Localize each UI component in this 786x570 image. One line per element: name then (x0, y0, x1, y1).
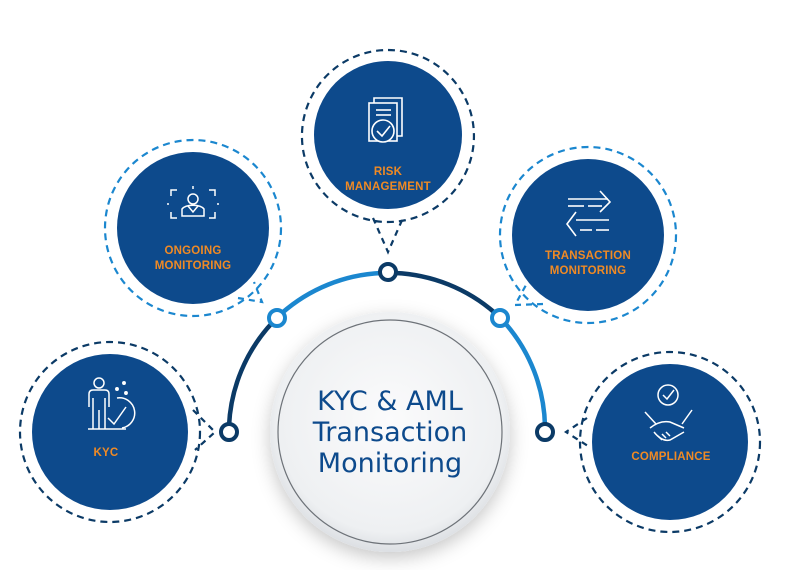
center-title-line2: Transaction (312, 417, 468, 448)
center-title-line3: Monitoring (317, 448, 463, 479)
center-title-line1: KYC & AML (317, 386, 463, 417)
arc-node-compliance (535, 422, 555, 442)
label-kyc: KYC (94, 446, 119, 461)
label-line: TRANSACTION (545, 250, 631, 262)
arrows-exchange-icon (566, 190, 612, 237)
document-check-icon (368, 97, 403, 143)
label-line: MONITORING (154, 260, 232, 272)
label-line: RISK (373, 166, 403, 178)
label-compliance: COMPLIANCE (631, 450, 710, 465)
node-ongoing-monitoring[interactable] (103, 138, 283, 318)
label-transaction-monitoring: TRANSACTION MONITORING (545, 249, 631, 279)
label-line: COMPLIANCE (631, 451, 711, 463)
label-risk-management: RISK MANAGEMENT (345, 165, 431, 195)
center-title: KYC & AML Transaction Monitoring (313, 386, 467, 479)
center-hub (270, 312, 510, 552)
connector-arc (226, 270, 548, 429)
user-focus-icon (167, 186, 219, 219)
node-kyc[interactable] (18, 340, 217, 524)
arc-node-transaction (490, 308, 510, 328)
arc-node-kyc (219, 422, 239, 442)
label-line: MANAGEMENT (345, 181, 431, 193)
node-compliance[interactable] (563, 350, 762, 534)
arc-node-risk (378, 262, 398, 282)
node-risk-management[interactable] (300, 48, 475, 255)
label-line: MONITORING (549, 265, 627, 277)
person-check-icon (88, 377, 136, 430)
handshake-check-icon (644, 384, 693, 442)
label-ongoing-monitoring: ONGOING MONITORING (155, 244, 232, 274)
label-line: ONGOING (164, 245, 222, 257)
arc-node-ongoing (267, 308, 287, 328)
label-line: KYC (93, 447, 119, 459)
node-transaction-monitoring[interactable] (498, 145, 678, 325)
